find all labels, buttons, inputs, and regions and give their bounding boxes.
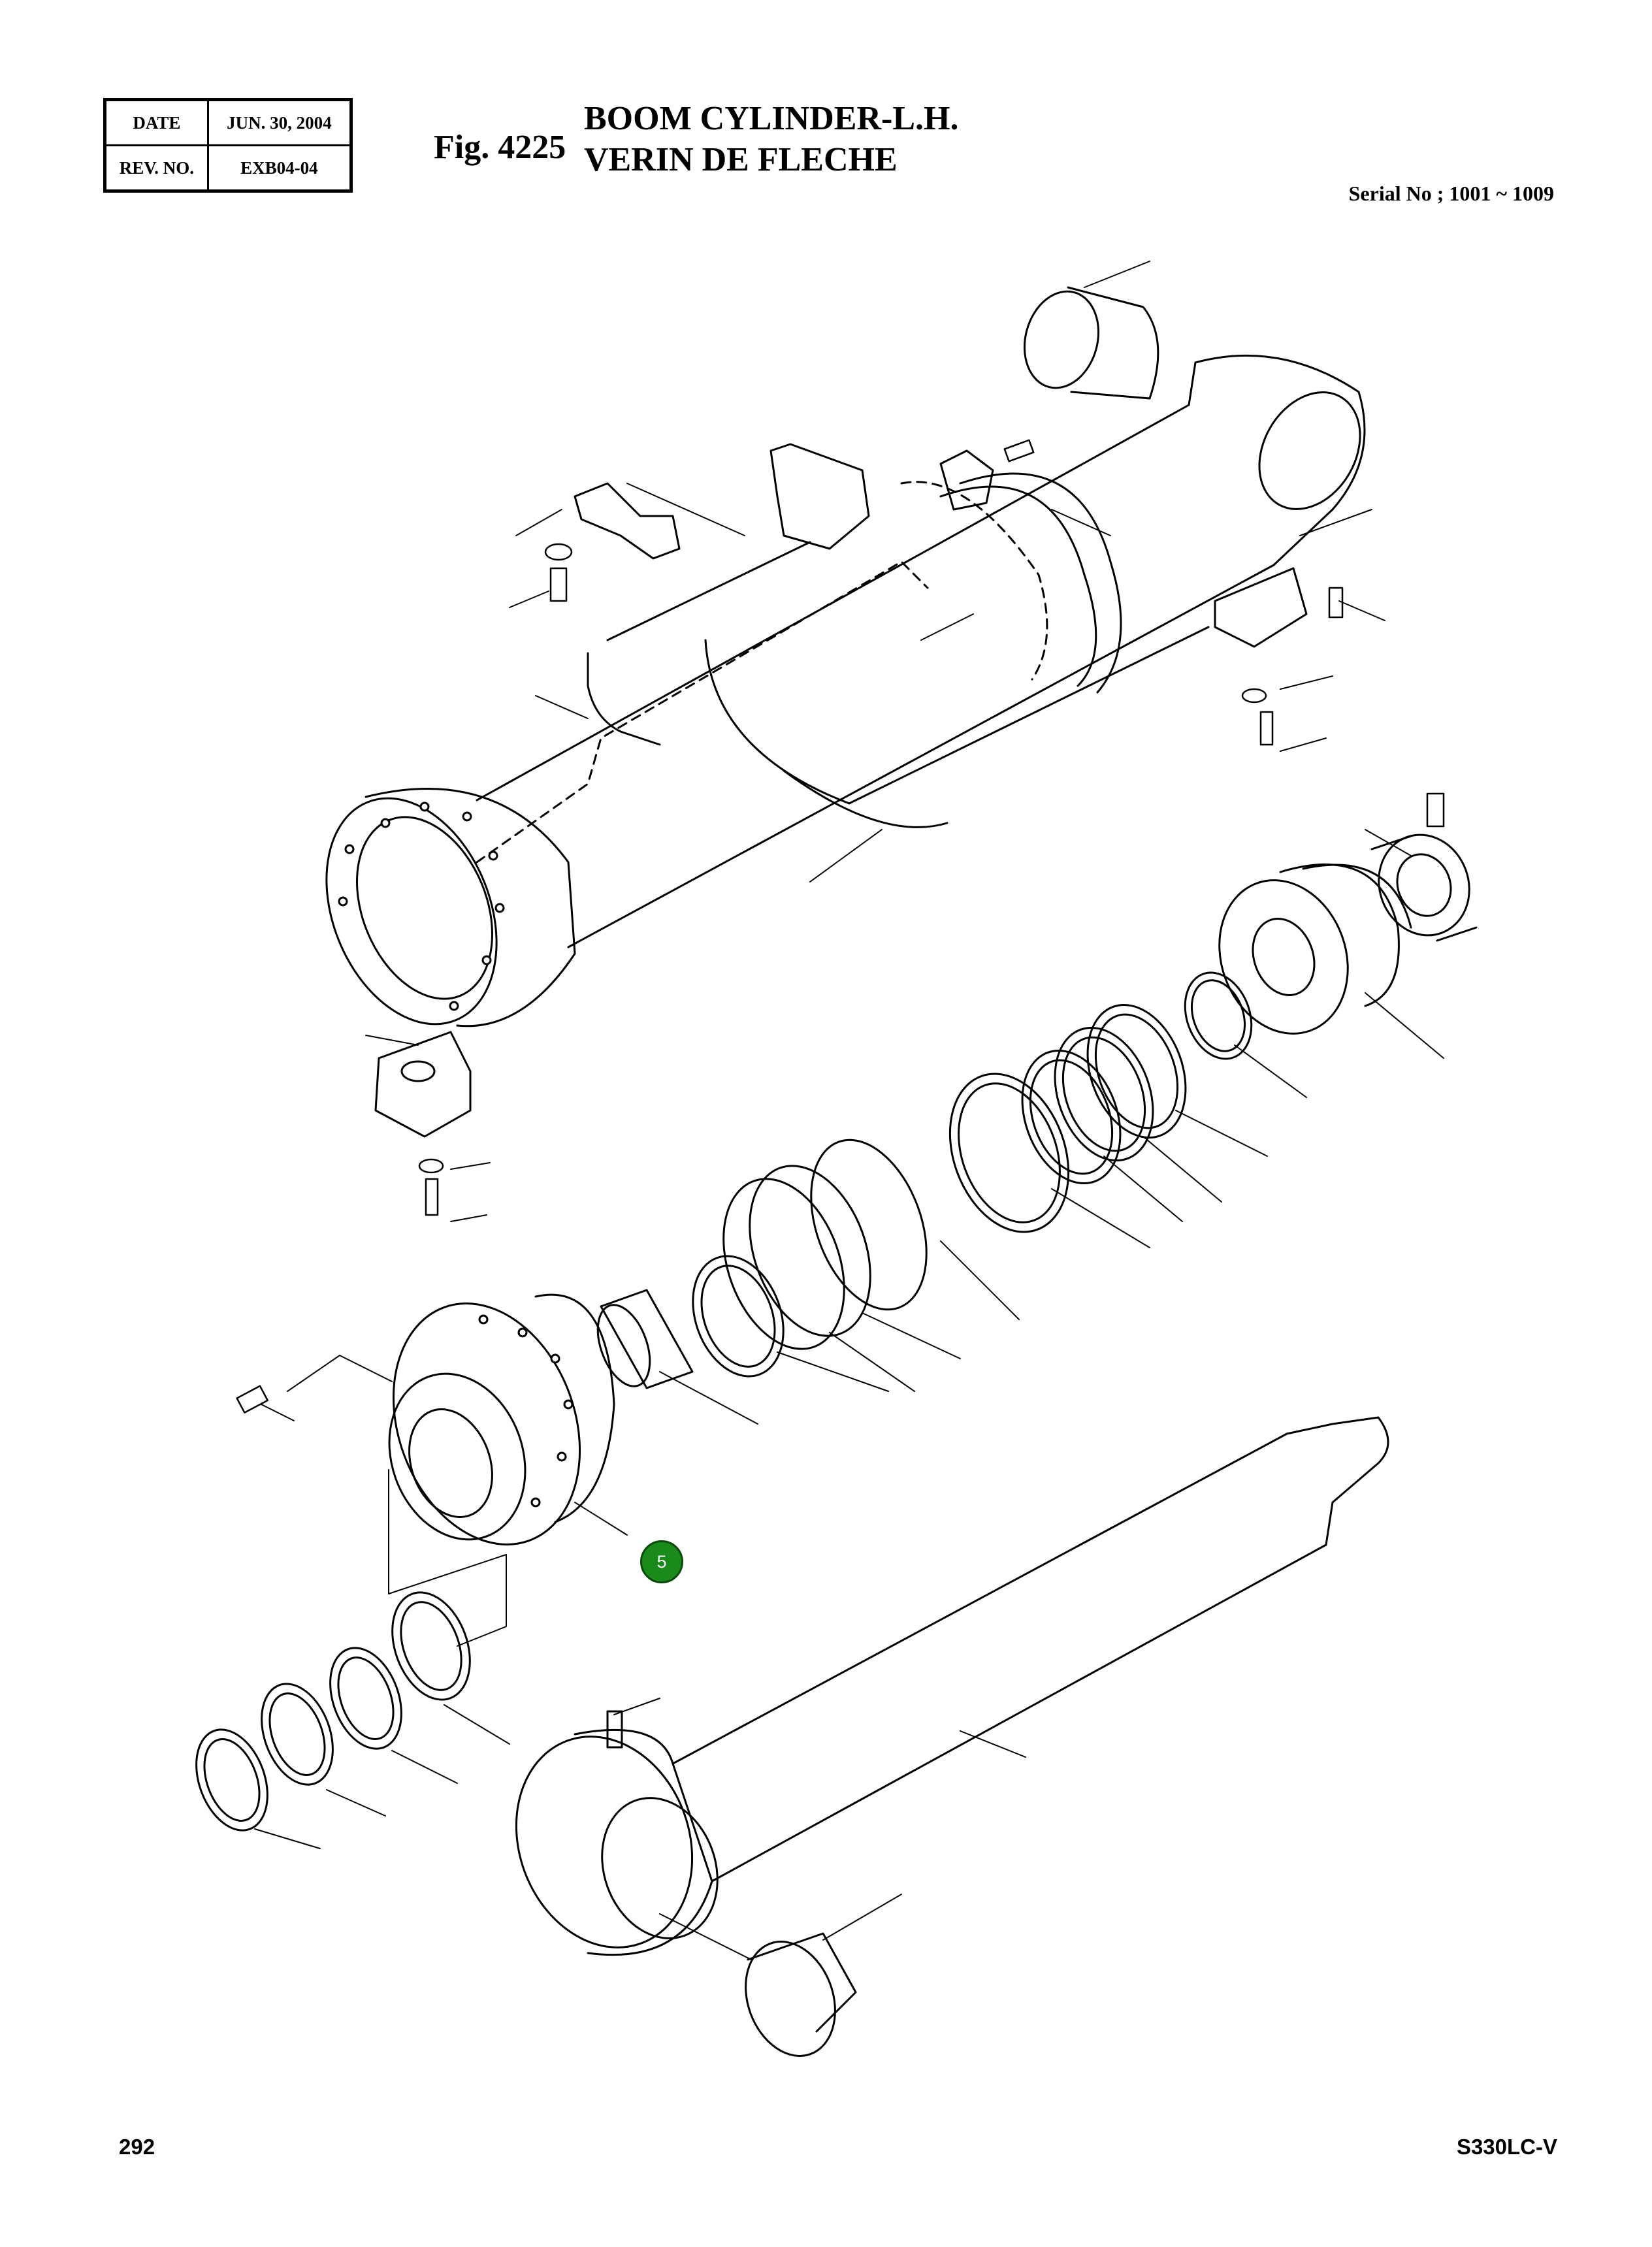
- rod-seals: [195, 1591, 471, 1832]
- revision-table: DATE JUN. 30, 2004 REV. NO. EXB04-04: [103, 98, 353, 193]
- leader-lines: [254, 261, 1444, 1960]
- pipe-clamp-bracket: [574, 443, 994, 560]
- figure-number: Fig. 4225: [434, 129, 566, 166]
- rev-value: EXB04-04: [206, 144, 353, 192]
- page-number: 292: [119, 2135, 155, 2159]
- cylinder-tube: [325, 286, 1366, 1138]
- piston-rod: [515, 1416, 1389, 2057]
- piston-nut: [1370, 833, 1478, 942]
- date-label: DATE: [104, 99, 209, 146]
- figure-title-fr: VERIN DE FLECHE: [584, 141, 898, 178]
- piston-seals: [692, 971, 1253, 1378]
- bushing: [596, 1289, 694, 1389]
- date-value: JUN. 30, 2004: [206, 99, 353, 146]
- fastener-group: [236, 439, 1445, 1414]
- rod-cover: [388, 1293, 615, 1545]
- part-callout-5[interactable]: 5: [640, 1540, 683, 1583]
- model-name: S330LC-V: [1456, 2135, 1557, 2159]
- rev-label: REV. NO.: [104, 144, 209, 192]
- serial-range: Serial No ; 1001 ~ 1009: [1348, 182, 1554, 205]
- piston: [1218, 864, 1412, 1035]
- figure-title-en: BOOM CYLINDER-L.H.: [584, 100, 959, 137]
